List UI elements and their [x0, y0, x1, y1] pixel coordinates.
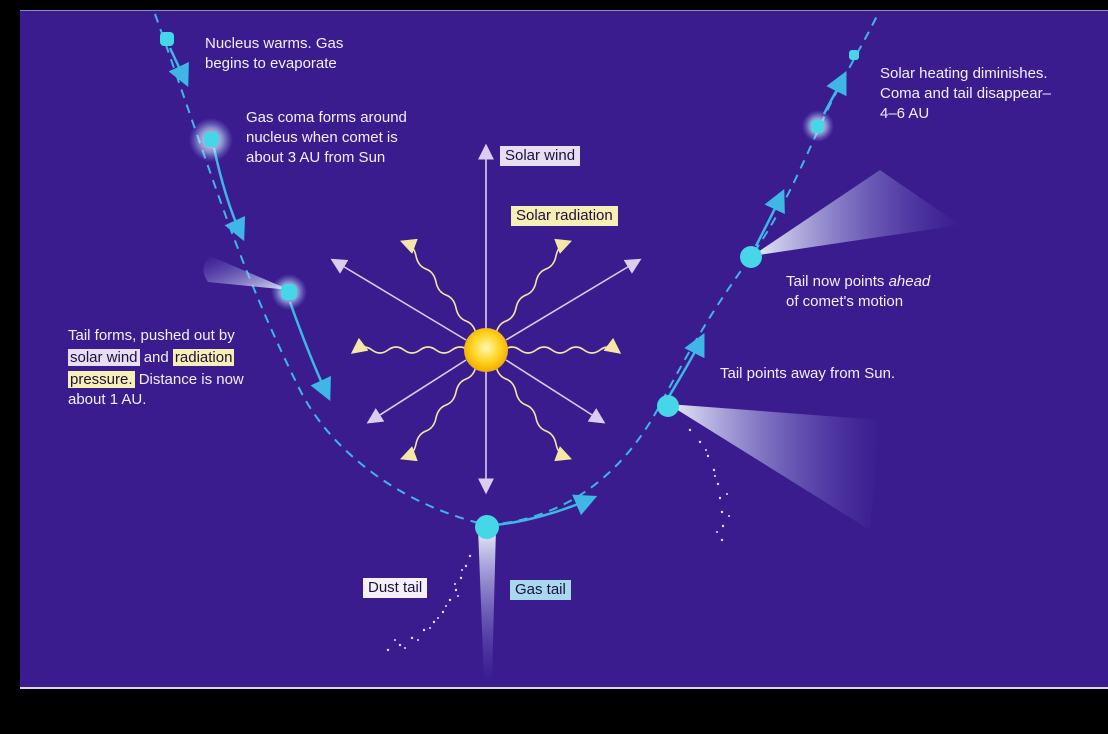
label-heating: Solar heating diminishes. Coma and tail … — [880, 64, 1051, 124]
label-nucleus-warms: Nucleus warms. Gas begins to evaporate — [205, 34, 343, 74]
orbit-path-left — [154, 13, 488, 526]
label-tail-ahead-line2: of comet's motion — [786, 293, 904, 310]
solar-radiation-waves — [350, 238, 622, 462]
comet-nucleus-final — [849, 50, 859, 60]
label-solar-radiation: Solar radiation — [511, 206, 618, 226]
label-coma-forms: Gas coma forms around nucleus when comet… — [246, 108, 407, 168]
label-nucleus-warms-line2: begins to evaporate — [205, 55, 337, 72]
label-tail-ahead-line1: Tail now points ahead — [786, 272, 930, 292]
label-heating-line3: 4–6 AU — [880, 105, 930, 122]
highlight-radiation: radiation — [172, 349, 235, 366]
motion-arrow-7 — [822, 71, 847, 115]
solar-wind-arrows — [330, 143, 642, 495]
highlight-pressure: pressure. — [68, 371, 135, 388]
comet-coma-fading — [802, 110, 834, 142]
comet-coma — [189, 118, 233, 162]
label-heating-line1: Solar heating diminishes. — [880, 65, 1048, 82]
label-nucleus-warms-line1: Nucleus warms. Gas — [205, 35, 344, 52]
comet-tail-ahead — [740, 170, 960, 268]
comet-tail-away — [657, 395, 880, 542]
label-and: and — [143, 349, 169, 366]
sun — [464, 328, 508, 372]
label-solar-wind: Solar wind — [500, 146, 581, 166]
label-coma-forms-line3: about 3 AU from Sun — [246, 149, 386, 166]
motion-arrow-4 — [494, 494, 598, 527]
label-distance: Distance is now — [138, 371, 244, 388]
label-gas-tail: Gas tail — [510, 580, 571, 600]
label-coma-forms-line2: nucleus when comet is — [246, 129, 398, 146]
label-tail-forms-line3: pressure. Distance is now — [68, 370, 244, 390]
comet-perihelion — [386, 515, 499, 680]
dust-tail-particles — [386, 554, 472, 652]
label-tail-away: Tail points away from Sun. — [720, 365, 896, 382]
comet-tail-forms — [203, 256, 307, 310]
label-tail-forms-line2: solar wind and radiation — [68, 348, 244, 368]
motion-arrow-3 — [288, 301, 331, 402]
highlight-solar-wind: solar wind — [68, 349, 140, 366]
motion-arrow-5 — [666, 333, 705, 399]
label-coma-forms-line1: Gas coma forms around — [246, 109, 407, 126]
label-tail-forms: Tail forms, pushed out by solar wind and… — [68, 326, 244, 410]
label-dust-tail: Dust tail — [363, 578, 428, 598]
label-tail-forms-line1: Tail forms, pushed out by — [68, 327, 235, 344]
label-tail-ahead-emphasis: ahead — [888, 273, 931, 290]
label-heating-line2: Coma and tail disappear– — [880, 85, 1051, 102]
label-tail-ahead-text: Tail now points — [786, 273, 885, 290]
comet-nucleus-warms — [160, 32, 174, 46]
label-tail-forms-line4: about 1 AU. — [68, 391, 147, 408]
dust-tail-particles-2 — [688, 428, 730, 542]
motion-arrow-1 — [168, 47, 189, 88]
label-tail-ahead: Tail now points ahead of comet's motion — [786, 272, 930, 312]
motion-arrow-6 — [754, 188, 785, 247]
